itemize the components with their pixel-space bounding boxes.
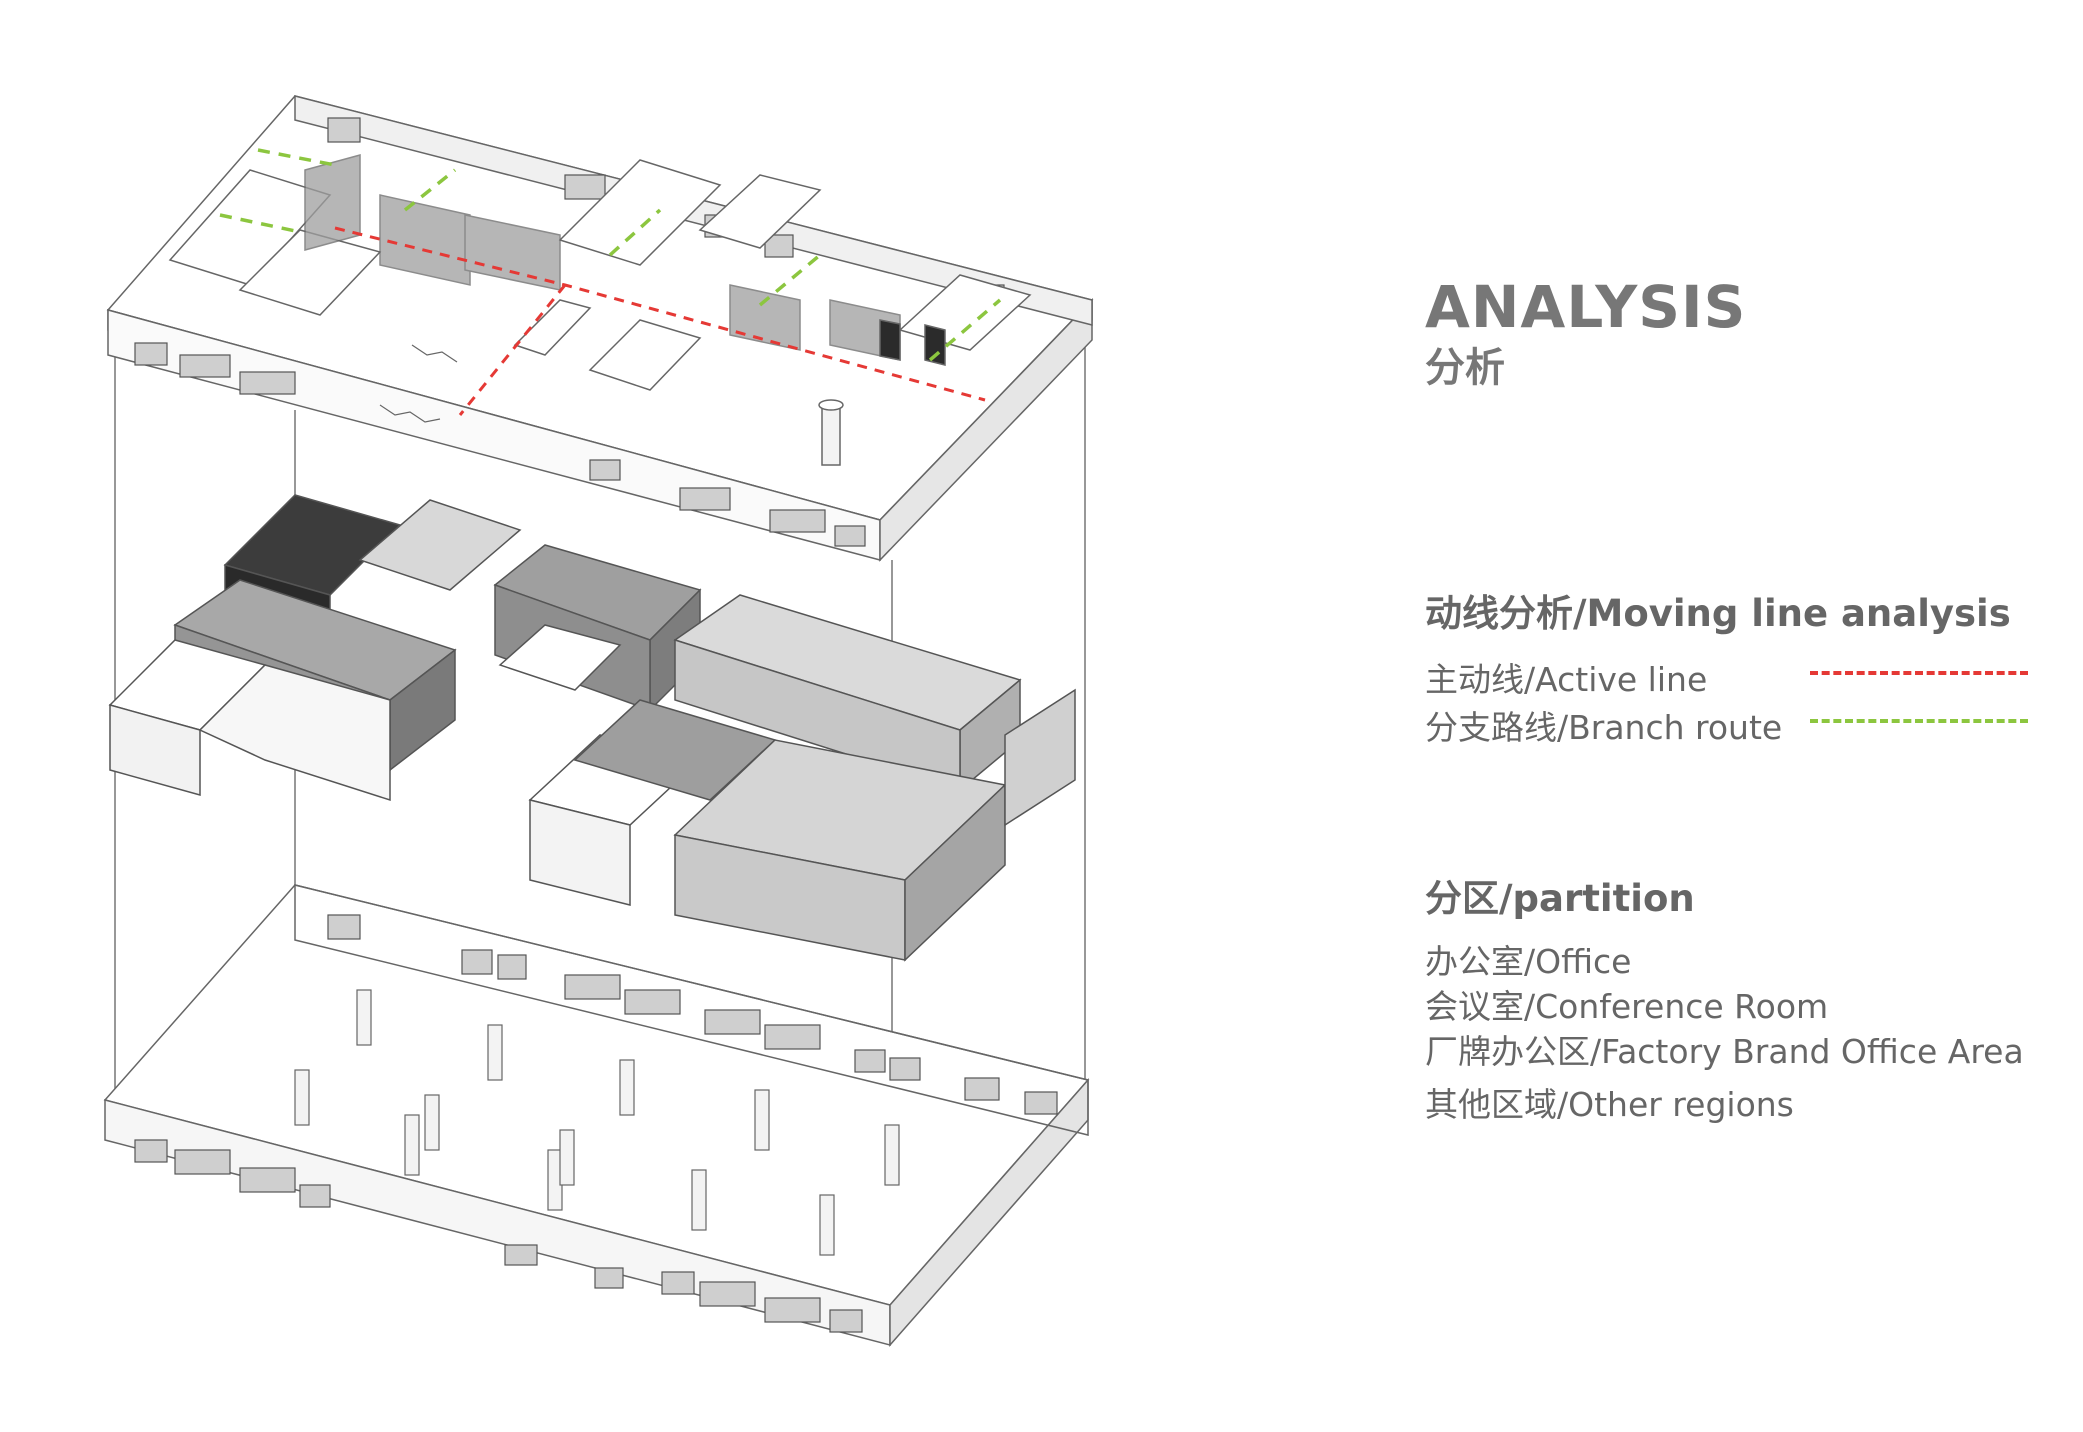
zone-brand-office-label: 厂牌办公区/Factory Brand Office Area	[1425, 1032, 2024, 1071]
branch-route-swatch	[1810, 719, 2028, 723]
legend-panel: ANALYSIS 分析 动线分析/Moving line analysis 主动…	[1425, 273, 2065, 1124]
active-line-swatch	[1810, 671, 2028, 675]
partition-heading: 分区/partition	[1425, 877, 1695, 920]
axonometric-diagram	[103, 95, 1094, 1347]
branch-route	[219, 148, 1002, 362]
bottom-shell	[103, 884, 1090, 1347]
zone-office-label: 办公室/Office	[1425, 942, 1632, 981]
active-line-route	[334, 226, 986, 416]
zone-other-label: 其他区域/Other regions	[1425, 1085, 1794, 1124]
top-floor-plan	[106, 95, 1094, 562]
diagram-title: ANALYSIS	[1425, 273, 1747, 341]
zone-conference-label: 会议室/Conference Room	[1425, 987, 1829, 1026]
active-line-label: 主动线/Active line	[1425, 660, 1708, 699]
diagram-subtitle: 分析	[1425, 345, 1505, 391]
middle-zoning-blocks	[108, 494, 1076, 962]
moving-line-heading: 动线分析/Moving line analysis	[1425, 592, 2011, 635]
branch-route-label: 分支路线/Branch route	[1425, 708, 1783, 747]
